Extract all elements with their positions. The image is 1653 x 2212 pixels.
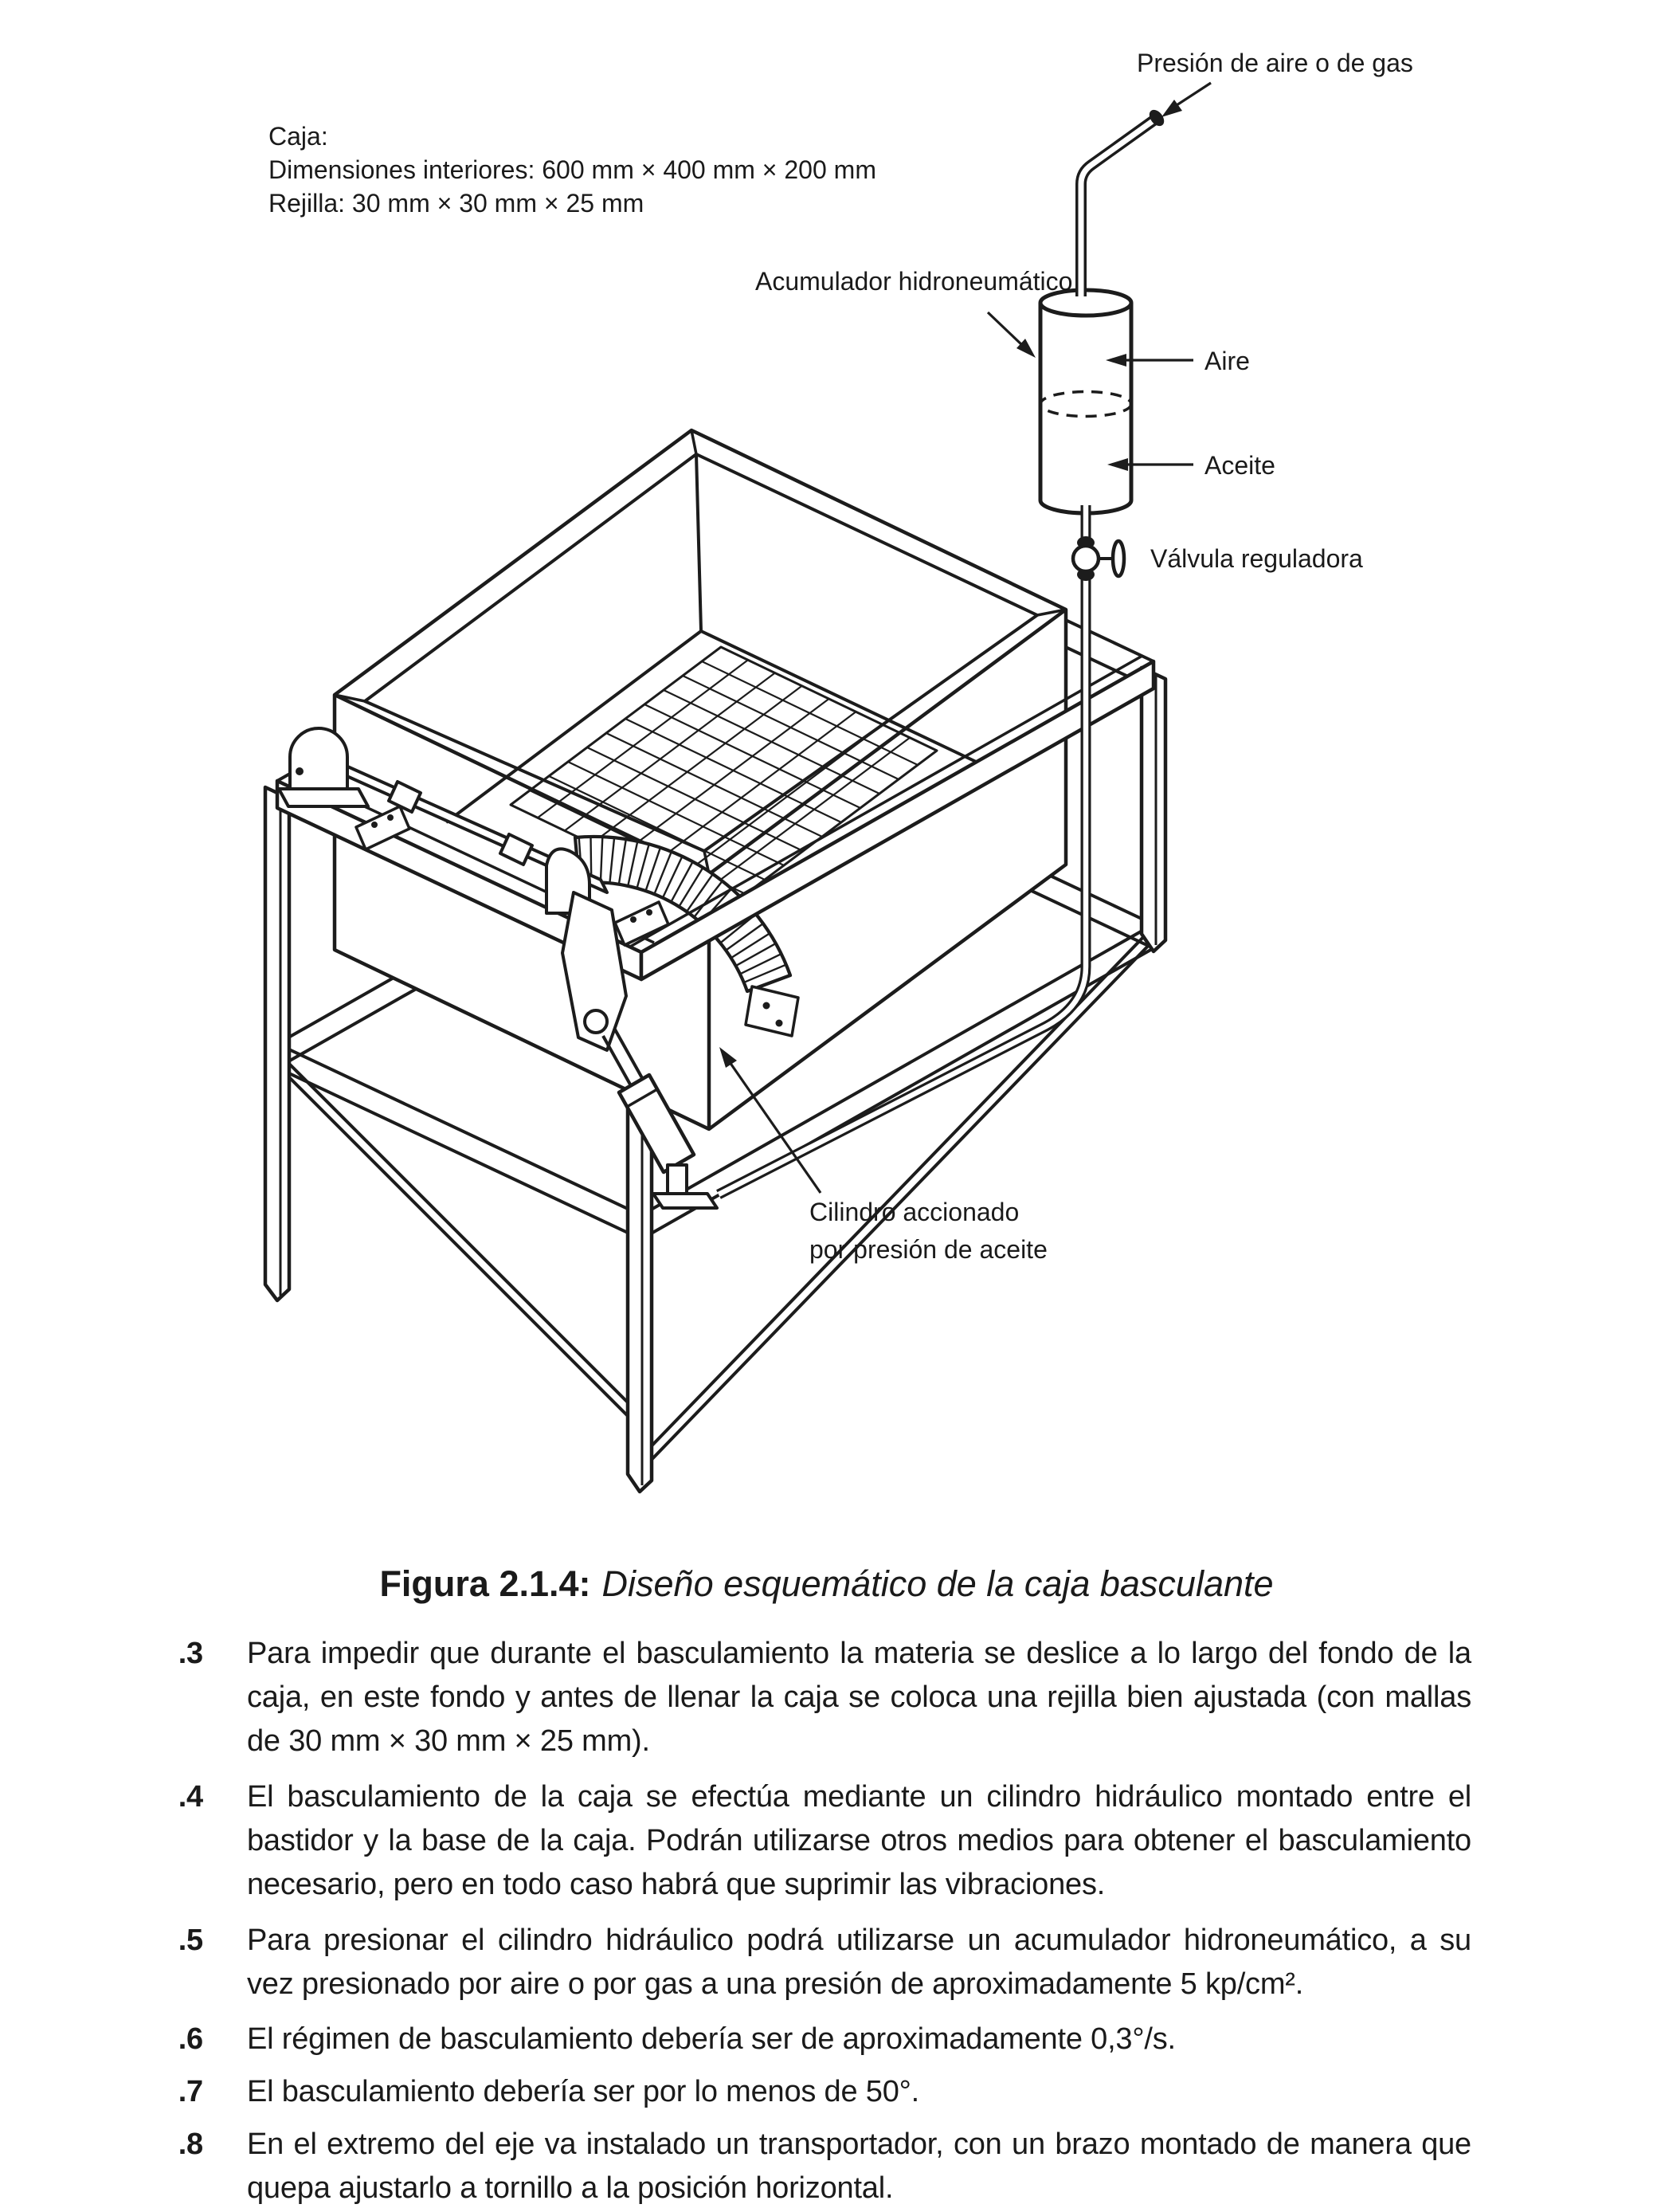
label-cilindro-line2: por presión de aceite — [809, 1235, 1048, 1264]
figure-caption-text: Diseño esquemático de la caja basculante — [601, 1563, 1274, 1604]
figure-labels: Presión de aire o de gas Caja: Dimension… — [268, 49, 1413, 1264]
paragraph-number: .7 — [178, 2075, 203, 2108]
leader-arrows — [719, 81, 1212, 1194]
label-caja-rejilla: Rejilla: 30 mm × 30 mm × 25 mm — [268, 189, 644, 218]
paragraph-6: .6 El régimen de basculamiento debería s… — [0, 2018, 1653, 2061]
oil-level-dashed — [1039, 390, 1133, 418]
label-caja-title: Caja: — [268, 122, 328, 151]
pivot-assembly — [277, 727, 670, 1052]
paragraph-text: Para presionar el cilindro hidráulico po… — [247, 1924, 1471, 2001]
paragraph-5: .5 Para presionar el cilindro hidráulico… — [0, 1919, 1653, 2006]
paragraph-text: El basculamiento debería ser por lo meno… — [247, 2075, 919, 2108]
label-acumulador: Acumulador hidroneumático — [755, 267, 1072, 296]
hydraulic-cylinder — [601, 1029, 719, 1210]
label-valvula-reguladora: Válvula reguladora — [1150, 544, 1363, 573]
paragraph-4: .4 El basculamiento de la caja se efectú… — [0, 1775, 1653, 1907]
regulating-valve — [1071, 536, 1126, 581]
paragraph-number: .6 — [178, 2022, 203, 2056]
valve-handwheel — [1110, 539, 1126, 578]
air-inlet-tip — [1149, 109, 1165, 127]
paragraph-8: .8 En el extremo del eje va instalado un… — [0, 2123, 1653, 2210]
sector-guide — [573, 834, 800, 1037]
paragraph-number: .4 — [178, 1780, 203, 1814]
paragraph-3: .3 Para impedir que durante el basculami… — [0, 1632, 1653, 1763]
paragraph-text: En el extremo del eje va instalado un tr… — [247, 2128, 1471, 2205]
paragraph-number: .5 — [178, 1924, 203, 1957]
pipes — [716, 109, 1165, 1199]
paragraph-7: .7 El basculamiento debería ser por lo m… — [0, 2070, 1653, 2114]
accumulator — [1038, 288, 1134, 516]
paragraph-text: El basculamiento de la caja se efectúa m… — [247, 1780, 1471, 1901]
label-cilindro-line1: Cilindro accionado — [809, 1198, 1019, 1226]
label-caja-dimensiones: Dimensiones interiores: 600 mm × 400 mm … — [268, 155, 876, 184]
figure-caption: Figura 2.1.4:Diseño esquemático de la ca… — [0, 1563, 1653, 1605]
paragraph-text: El régimen de basculamiento debería ser … — [247, 2022, 1176, 2056]
rejilla-mesh-grid — [529, 659, 919, 896]
label-presion-aire-gas: Presión de aire o de gas — [1137, 49, 1413, 77]
paragraph-number: .3 — [178, 1637, 203, 1670]
paragraph-number: .8 — [178, 2128, 203, 2161]
figure-caption-number: Figura 2.1.4: — [379, 1563, 591, 1604]
label-aire: Aire — [1204, 347, 1250, 375]
label-aceite: Aceite — [1204, 451, 1275, 480]
paragraph-text: Para impedir que durante el basculamient… — [247, 1637, 1471, 1758]
figure-diagram: Presión de aire o de gas Caja: Dimension… — [263, 49, 1413, 1494]
